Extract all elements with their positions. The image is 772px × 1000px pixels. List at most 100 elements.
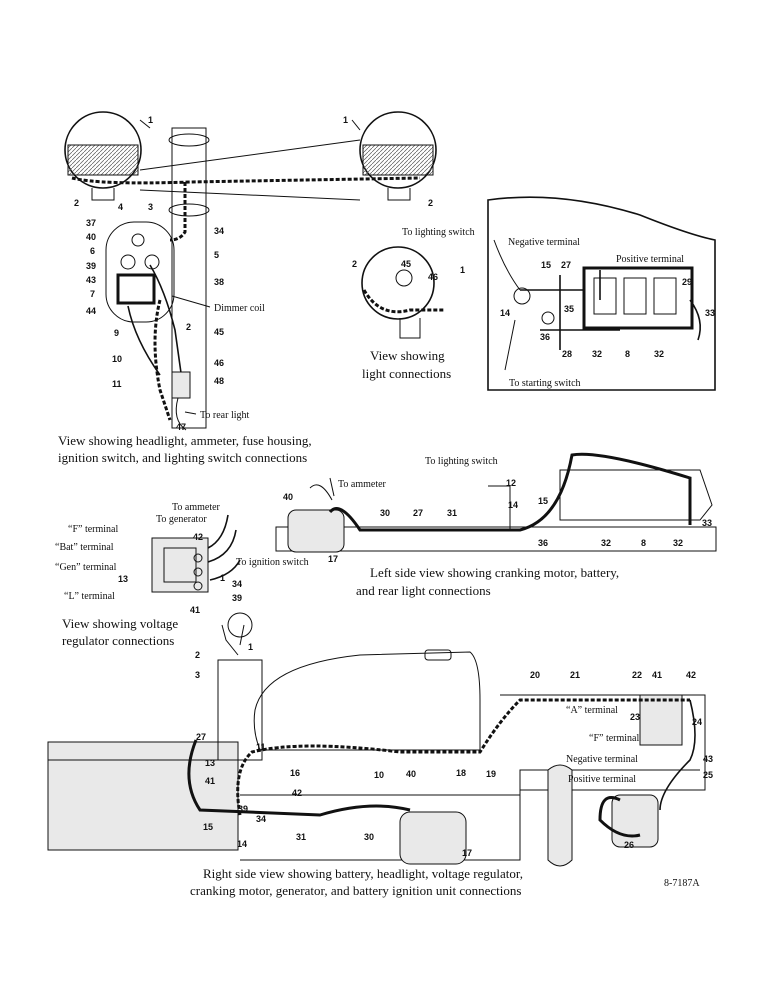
callout: 27 <box>561 260 571 270</box>
light-caption-line2: light connections <box>362 366 451 381</box>
callout: 43 <box>703 754 713 764</box>
callout: 28 <box>562 349 572 359</box>
f-terminal-right: “F” terminal <box>589 733 639 744</box>
callout: 14 <box>508 500 518 510</box>
callout: 1 <box>343 115 348 125</box>
callout: 46 <box>428 272 438 282</box>
callout: 12 <box>506 478 516 488</box>
callout: 8 <box>625 349 630 359</box>
callout: 23 <box>630 712 640 722</box>
callout: 31 <box>447 508 457 518</box>
callout: 45 <box>401 259 411 269</box>
callout: 15 <box>541 260 551 270</box>
callout: 2 <box>195 650 200 660</box>
f-terminal-reg: “F” terminal <box>68 524 118 535</box>
callout: 35 <box>564 304 574 314</box>
callout: 20 <box>530 670 540 680</box>
callout: 42 <box>686 670 696 680</box>
callout: 13 <box>118 574 128 584</box>
to-ammeter-reg: To ammeter <box>172 502 221 513</box>
positive-terminal-label: Positive terminal <box>616 254 684 265</box>
callout: 10 <box>374 770 384 780</box>
callout: 39 <box>232 593 242 603</box>
callout: 40 <box>283 492 293 502</box>
callout: 39 <box>238 804 248 814</box>
bat-terminal-reg: “Bat” terminal <box>55 542 114 553</box>
callout: 11 <box>112 379 122 389</box>
left-side-view: To lighting switch To ammeter 40 12 14 1… <box>275 452 717 564</box>
switch-panel <box>105 221 175 323</box>
callout: 3 <box>148 202 153 212</box>
battery-box <box>582 266 694 330</box>
callout: 33 <box>705 308 715 318</box>
fuel-tank <box>253 651 481 751</box>
callout: 44 <box>86 306 96 316</box>
fuse-housing <box>116 273 156 305</box>
callout: 2 <box>428 198 433 208</box>
to-lighting-switch-label: To lighting switch <box>402 227 475 238</box>
callout: 37 <box>86 218 96 228</box>
callout: 9 <box>114 328 119 338</box>
callout: 2 <box>74 198 79 208</box>
callout: 45 <box>214 327 224 337</box>
callout: 18 <box>456 768 466 778</box>
left-side-caption-line2: and rear light connections <box>356 583 491 598</box>
callout: 14 <box>500 308 510 318</box>
callout: 27 <box>413 508 423 518</box>
callout: 32 <box>673 538 683 548</box>
a-terminal-right: “A” terminal <box>566 705 618 716</box>
callout: 34 <box>232 579 242 589</box>
callout: 42 <box>193 532 203 542</box>
headlight-caption-line1: View showing headlight, ammeter, fuse ho… <box>58 433 312 448</box>
callout: 24 <box>692 717 702 727</box>
callout: 32 <box>654 349 664 359</box>
generator <box>399 811 467 865</box>
callout: 40 <box>406 769 416 779</box>
callout: 41 <box>190 605 200 615</box>
headlight-view <box>64 111 437 431</box>
callout: 13 <box>205 758 215 768</box>
light-caption-line1: View showing <box>370 348 445 363</box>
callout: 30 <box>364 832 374 842</box>
callout: 1 <box>148 115 153 125</box>
callout: 30 <box>380 508 390 518</box>
callout: 6 <box>90 246 95 256</box>
callout: 21 <box>570 670 580 680</box>
callout: 41 <box>205 776 215 786</box>
callout: 47 <box>176 422 186 432</box>
right-side-view: “A” terminal “F” terminal Negative termi… <box>47 612 713 867</box>
callout: 31 <box>296 832 306 842</box>
callout: 22 <box>632 670 642 680</box>
callout: 34 <box>214 226 224 236</box>
callout: 40 <box>86 232 96 242</box>
callout: 16 <box>290 768 300 778</box>
callout: 29 <box>682 277 692 287</box>
callout: 1 <box>220 573 225 583</box>
to-ignition-switch-reg: To ignition switch <box>236 557 309 568</box>
callout: 15 <box>203 822 213 832</box>
right-headlamp <box>359 111 437 189</box>
figure-code: 8-7187A <box>664 878 700 889</box>
callout: 38 <box>214 277 224 287</box>
to-rear-light-label: To rear light <box>200 410 250 421</box>
headlight-numbers: 1 1 2 2 3 4 37 40 6 39 43 7 44 9 10 11 4… <box>74 115 433 432</box>
callout: 19 <box>486 769 496 779</box>
callout: 1 <box>248 642 253 652</box>
gen-terminal-reg: “Gen” terminal <box>55 562 117 573</box>
left-side-caption-line1: Left side view showing cranking motor, b… <box>370 565 619 580</box>
regulator-view: To ammeter To generator To ignition swit… <box>55 502 309 615</box>
battery-view: To lighting switch Negative terminal Pos… <box>402 196 716 391</box>
callout: 11 <box>256 742 266 752</box>
callout: 25 <box>703 770 713 780</box>
to-ammeter-left: To ammeter <box>338 479 387 490</box>
right-side-caption-line2: cranking motor, generator, and battery i… <box>190 883 521 898</box>
voltage-regulator <box>151 537 209 593</box>
callout: 2 <box>186 322 191 332</box>
callout: 1 <box>460 265 465 275</box>
callout: 15 <box>538 496 548 506</box>
callout: 33 <box>702 518 712 528</box>
callout: 42 <box>292 788 302 798</box>
callout: 36 <box>540 332 550 342</box>
to-lighting-switch-left: To lighting switch <box>425 456 498 467</box>
negative-terminal-right: Negative terminal <box>566 754 638 765</box>
